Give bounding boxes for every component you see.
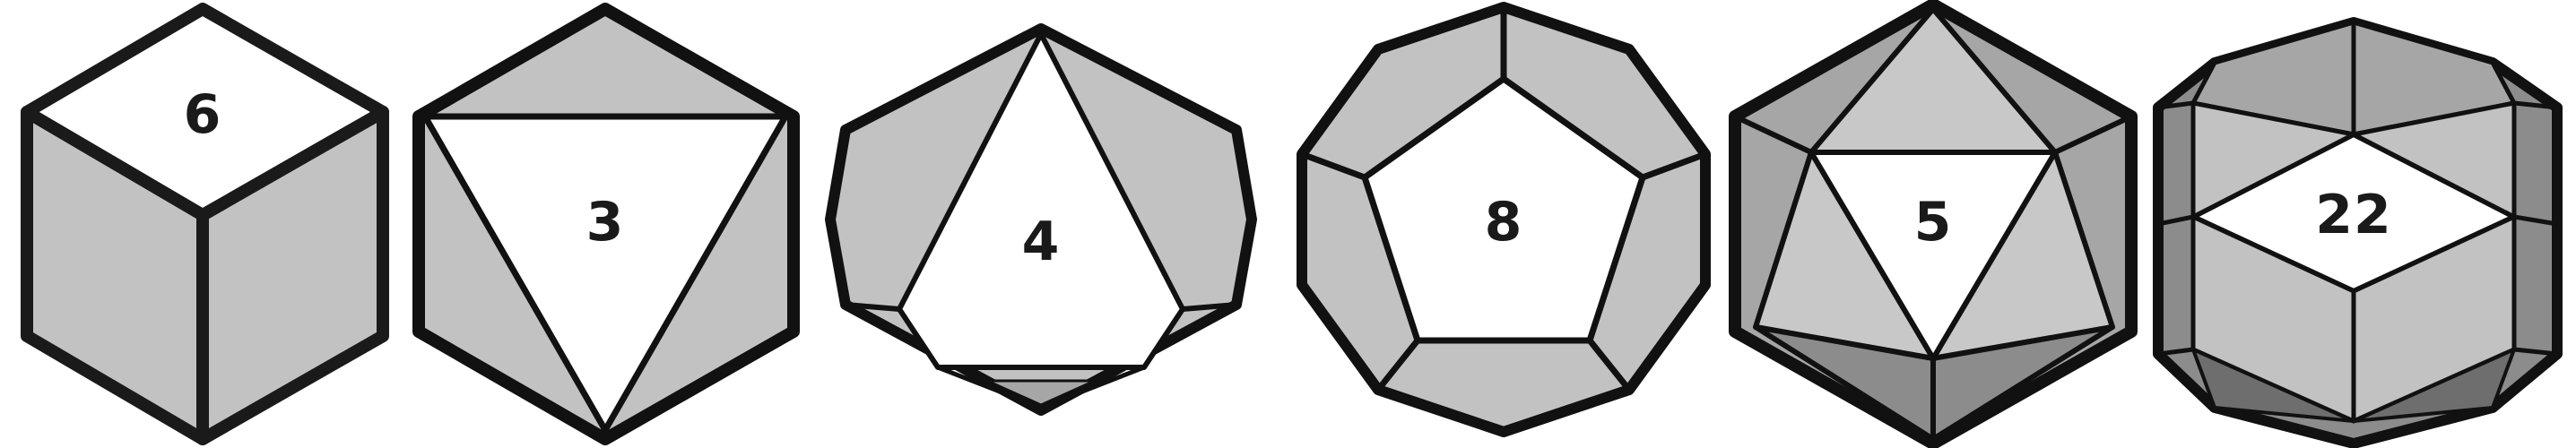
d20-bottom-right-facet [1930,324,2115,442]
d24-bottom-right-facet [2352,348,2516,423]
d12-edge-right [1641,151,1707,181]
d20-icosahedron-die: 5 [1729,0,2138,448]
d12-number: 8 [1485,191,1523,254]
d6-cube-die: 6 [21,3,389,445]
d24-left-mid-edge [2157,214,2194,227]
d24-left-low-edge [2157,347,2194,357]
d8-edge-right [1182,302,1237,312]
d4-number: 3 [586,191,625,254]
d12-edge-bottom-right [1587,338,1632,392]
d12-edge-bottom-left [1375,338,1420,392]
d8-octahedron-die: 4 [825,23,1257,416]
d24-left-edge [2157,100,2194,110]
d8-edge-bottom-left [937,365,1042,410]
d8-edge-left [845,302,900,312]
d8-bottom-facet [986,379,1096,407]
d20-edge-a [1733,114,1813,155]
d12-dodecahedron-die: 8 [1297,2,1711,437]
d20-front-face [1808,150,2058,361]
d8-edge-bottom-right [1040,365,1145,410]
d4-front-face [421,113,789,434]
d24-upper-left-facet [2190,100,2356,220]
d8-front-face [897,31,1185,370]
d24-die: 22 [2153,17,2563,448]
d24-bottom-left-facet [2191,348,2355,423]
cube-top-face [21,3,389,221]
d24-number: 22 [2315,184,2392,246]
d12-edge-left [1300,151,1366,181]
d24-right-mid-edge [2513,214,2558,227]
d24-upper-right-facet [2351,100,2517,220]
d6-number: 6 [184,83,222,146]
d4-tetrahedron-die: 3 [412,3,800,445]
d20-edge-b [2053,114,2133,155]
d24-right-low-edge [2513,347,2558,357]
d8-number: 4 [1022,211,1061,273]
d12-front-face [1361,75,1646,344]
d20-number: 5 [1914,191,1953,254]
d24-right-edge [2513,100,2558,110]
